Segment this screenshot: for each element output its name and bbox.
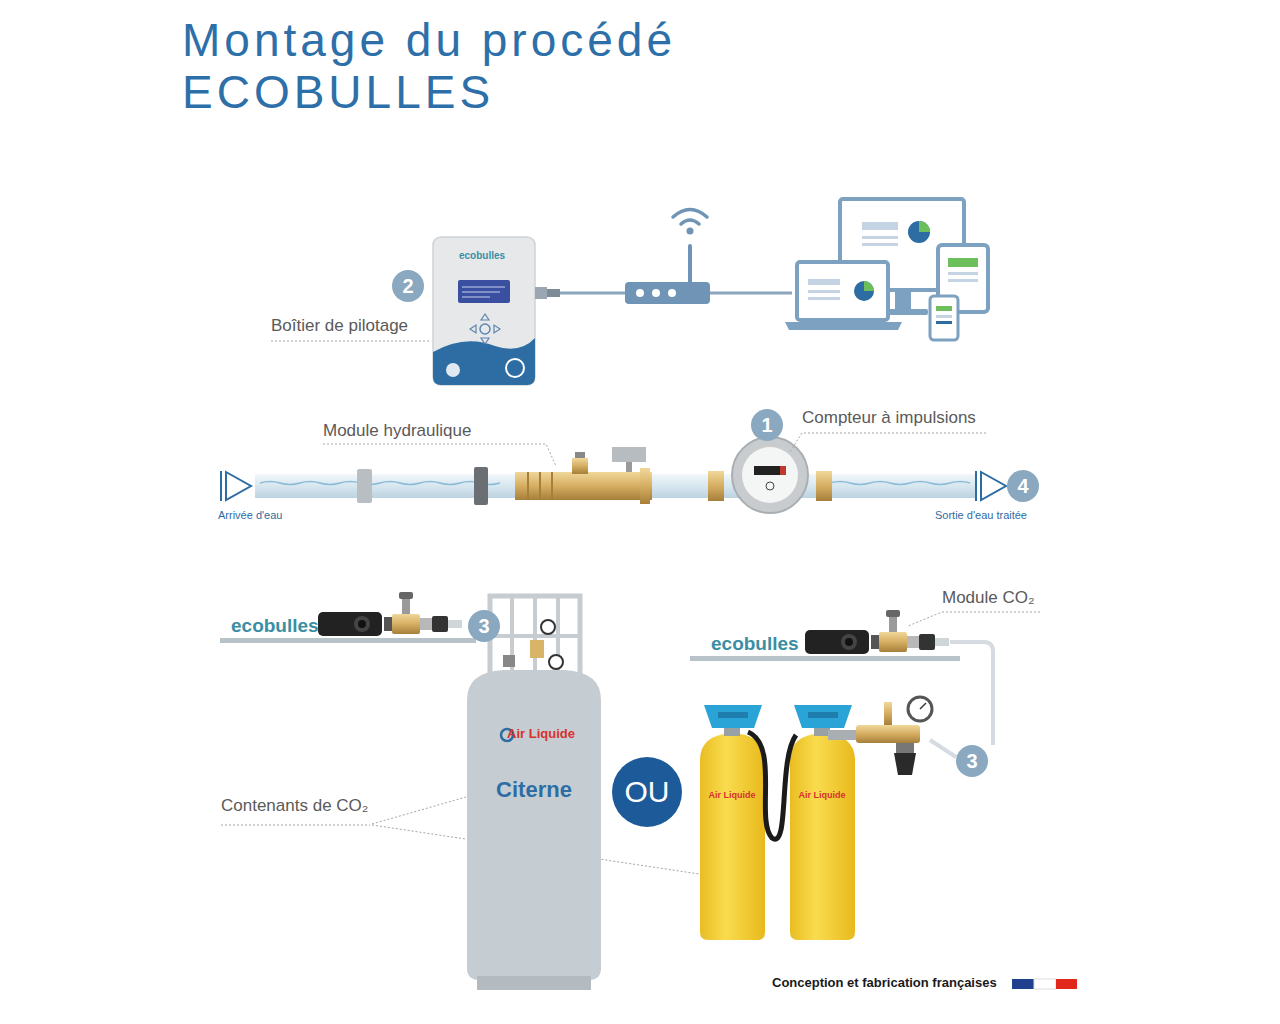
diagram-title: Montage du procédé ECOBULLES [182, 14, 822, 118]
tank-name: Citerne [496, 777, 572, 803]
part-name: Contenants de CO₂ [221, 796, 368, 816]
brand-logo: ecobulles [459, 250, 505, 262]
brand-name: Air Liquide [799, 790, 846, 801]
part-name-wrap: Boîtier de pilotage [271, 316, 408, 336]
control-box [433, 237, 535, 385]
tank-outline [467, 668, 601, 990]
footer-note-wrap: Conception et fabrication françaises [772, 975, 997, 991]
flow-label-wrap: Arrivée d'eau [218, 509, 282, 522]
brand-name: Air Liquide [709, 790, 756, 801]
brand-logo-wrap: ecobulles [711, 633, 799, 656]
brand-logo: ecobulles [231, 615, 319, 638]
brand-logo-wrap: ecobulles [231, 615, 319, 638]
leader-lines [221, 341, 1040, 878]
footer-note: Conception et fabrication françaises [772, 975, 997, 991]
part-name-wrap: Compteur à impulsions [802, 408, 976, 428]
part-name: Compteur à impulsions [802, 408, 976, 428]
callout-number: 1 [761, 413, 772, 437]
part-name-wrap: Module hydraulique [323, 421, 471, 441]
part-name: Boîtier de pilotage [271, 316, 408, 336]
brand-logo: ecobulles [711, 633, 799, 656]
co2-tank: Air LiquideCiterne [467, 668, 601, 990]
callout-number: 3 [478, 614, 489, 638]
callout-number-wrap: 3 [956, 745, 988, 777]
callout-number-wrap: 4 [1007, 470, 1039, 502]
network-equipment [535, 199, 988, 340]
callout-number-wrap: 1 [751, 409, 783, 441]
co2-bottles [700, 697, 932, 940]
french-flag [1012, 979, 1077, 989]
callout-number: 4 [1017, 474, 1028, 498]
callout-number-wrap: 2 [392, 270, 424, 302]
or-text: OU [625, 775, 670, 809]
water-pipe [221, 437, 1006, 513]
callout-number: 3 [966, 749, 977, 773]
flow-label: Sortie d'eau traitée [935, 509, 1027, 522]
co2-module [220, 592, 993, 757]
tank-cage [490, 596, 580, 676]
brand-name: Air Liquide [507, 726, 575, 741]
flow-label-wrap: Sortie d'eau traitée [935, 509, 1027, 522]
callout-number: 2 [402, 274, 413, 298]
flow-label: Arrivée d'eau [218, 509, 282, 522]
brand-logo-wrap: ecobulles [459, 250, 505, 262]
callout-number-wrap: 3 [468, 610, 500, 642]
part-name: Module CO₂ [942, 588, 1035, 608]
brand-name-wrap: Air Liquide [709, 790, 756, 801]
part-name: Module hydraulique [323, 421, 471, 441]
part-name-wrap: Module CO₂ [942, 588, 1035, 608]
brand-name-wrap: Air Liquide [799, 790, 846, 801]
or-circle: OU [612, 757, 682, 827]
title-wrap: Montage du procédé ECOBULLES [182, 14, 822, 118]
part-name-wrap: Contenants de CO₂ [221, 796, 368, 816]
